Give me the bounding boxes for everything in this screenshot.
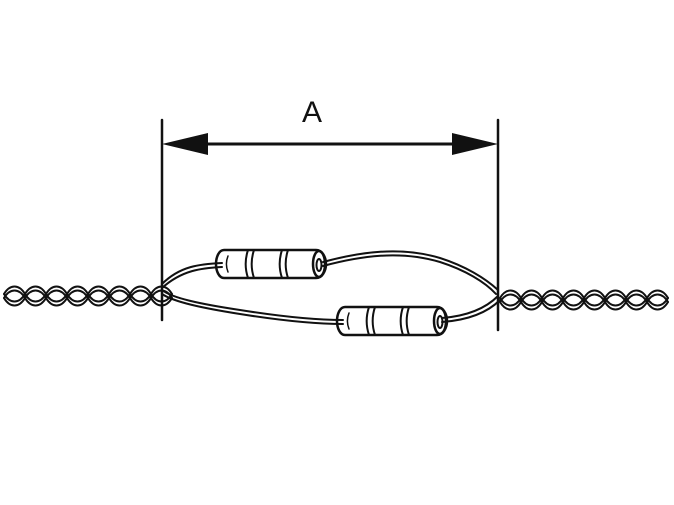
left-twisted-pair [3,285,173,307]
right-twisted-pair [499,289,669,311]
left-arrowhead [162,133,208,155]
dimension-a: A [160,96,500,332]
untwisted-wires [161,250,501,325]
dimension-label: A [302,96,322,129]
lower-butt-connector [335,305,449,337]
right-arrowhead [452,133,498,155]
upper-butt-connector [214,248,328,280]
